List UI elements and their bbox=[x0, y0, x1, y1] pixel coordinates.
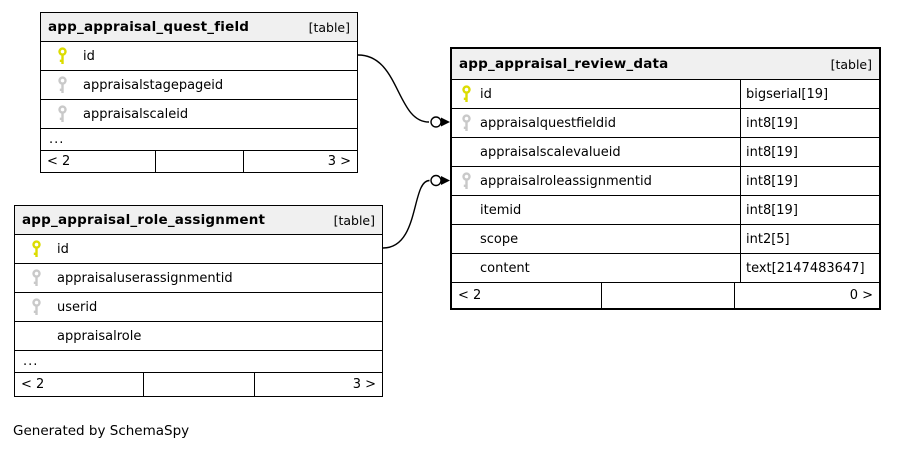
column-name: scope bbox=[480, 231, 519, 247]
primary-key-icon bbox=[41, 46, 83, 66]
column-type: int8[19] bbox=[740, 196, 879, 224]
table-name: app_appraisal_quest_field bbox=[48, 19, 250, 35]
primary-key-icon bbox=[452, 84, 480, 104]
foreign-key-icon bbox=[15, 297, 57, 317]
column-name: appraisaluserassignmentid bbox=[57, 270, 233, 286]
foreign-key-icon bbox=[41, 104, 83, 124]
arrowhead-icon bbox=[441, 117, 450, 127]
hidden-columns-ellipsis: ... bbox=[15, 351, 382, 373]
foreign-key-icon bbox=[41, 75, 83, 95]
foreign-key-icon bbox=[452, 113, 480, 133]
table-footer: < 2 3 > bbox=[41, 151, 357, 172]
related-count-right: 0 > bbox=[733, 283, 879, 308]
table-type-tag: [table] bbox=[830, 56, 872, 72]
column-row: appraisalscalevalueid int8[19] bbox=[452, 138, 879, 167]
related-count-left: < 2 bbox=[47, 154, 71, 169]
column-row: appraisalstagepageid bbox=[41, 71, 357, 100]
ellipsis-label: ... bbox=[23, 354, 39, 369]
column-row: userid bbox=[15, 293, 382, 322]
column-name: itemid bbox=[480, 202, 522, 218]
column-name: content bbox=[480, 260, 530, 276]
column-type: text[2147483647] bbox=[740, 254, 879, 282]
related-count-left: < 2 bbox=[21, 377, 45, 392]
table-name: app_appraisal_role_assignment bbox=[22, 212, 266, 228]
relationship-quest-field-to-review-data bbox=[357, 54, 450, 128]
column-row: scope int2[5] bbox=[452, 225, 879, 254]
column-name: userid bbox=[57, 299, 98, 315]
table-app-appraisal-quest-field[interactable]: app_appraisal_quest_field [table] id app… bbox=[40, 12, 358, 173]
column-type: int8[19] bbox=[740, 167, 879, 195]
table-type-tag: [table] bbox=[333, 212, 375, 228]
footer-spacer bbox=[154, 151, 243, 172]
column-name: appraisalquestfieldid bbox=[480, 115, 617, 131]
column-type: int2[5] bbox=[740, 225, 879, 253]
column-name: appraisalscaleid bbox=[83, 106, 189, 122]
column-row: id bbox=[41, 42, 357, 71]
column-name: appraisalscalevalueid bbox=[480, 144, 621, 160]
table-footer: < 2 0 > bbox=[452, 283, 879, 308]
column-row: id bbox=[15, 235, 382, 264]
column-name: appraisalrole bbox=[57, 328, 142, 344]
column-type: int8[19] bbox=[740, 109, 879, 137]
table-name: app_appraisal_review_data bbox=[459, 56, 669, 72]
table-header[interactable]: app_appraisal_role_assignment [table] bbox=[15, 206, 382, 235]
arrowhead-icon bbox=[441, 176, 450, 185]
generated-by-caption: Generated by SchemaSpy bbox=[13, 423, 190, 439]
foreign-key-icon bbox=[15, 268, 57, 288]
column-row: appraisaluserassignmentid bbox=[15, 264, 382, 293]
table-type-tag: [table] bbox=[308, 19, 350, 35]
column-type: int8[19] bbox=[740, 138, 879, 166]
relationship-role-assignment-to-review-data bbox=[382, 174, 450, 249]
footer-spacer bbox=[601, 283, 733, 308]
related-count-right: 3 > bbox=[243, 151, 357, 172]
table-app-appraisal-review-data[interactable]: app_appraisal_review_data [table] id big… bbox=[450, 47, 881, 310]
table-header[interactable]: app_appraisal_quest_field [table] bbox=[41, 13, 357, 42]
column-name: id bbox=[480, 86, 492, 102]
table-header[interactable]: app_appraisal_review_data [table] bbox=[452, 49, 879, 80]
related-count-left: < 2 bbox=[458, 288, 482, 303]
column-type: bigserial[19] bbox=[740, 80, 879, 108]
column-row: itemid int8[19] bbox=[452, 196, 879, 225]
column-row: appraisalrole bbox=[15, 322, 382, 351]
table-app-appraisal-role-assignment[interactable]: app_appraisal_role_assignment [table] id… bbox=[14, 205, 383, 397]
table-footer: < 2 3 > bbox=[15, 373, 382, 396]
primary-key-icon bbox=[15, 239, 57, 259]
zero-or-one-marker bbox=[430, 174, 442, 187]
foreign-key-icon bbox=[452, 171, 480, 191]
column-row: id bigserial[19] bbox=[452, 80, 879, 109]
ellipsis-label: ... bbox=[49, 132, 65, 147]
column-row: appraisalquestfieldid int8[19] bbox=[452, 109, 879, 138]
column-name: id bbox=[57, 241, 69, 257]
zero-or-one-marker bbox=[430, 116, 442, 128]
hidden-columns-ellipsis: ... bbox=[41, 129, 357, 151]
column-row: appraisalscaleid bbox=[41, 100, 357, 129]
related-count-right: 3 > bbox=[253, 373, 382, 396]
column-row: content text[2147483647] bbox=[452, 254, 879, 283]
column-name: id bbox=[83, 48, 95, 64]
column-row: appraisalroleassignmentid int8[19] bbox=[452, 167, 879, 196]
footer-spacer bbox=[143, 373, 253, 396]
column-name: appraisalstagepageid bbox=[83, 77, 224, 93]
column-name: appraisalroleassignmentid bbox=[480, 173, 652, 189]
